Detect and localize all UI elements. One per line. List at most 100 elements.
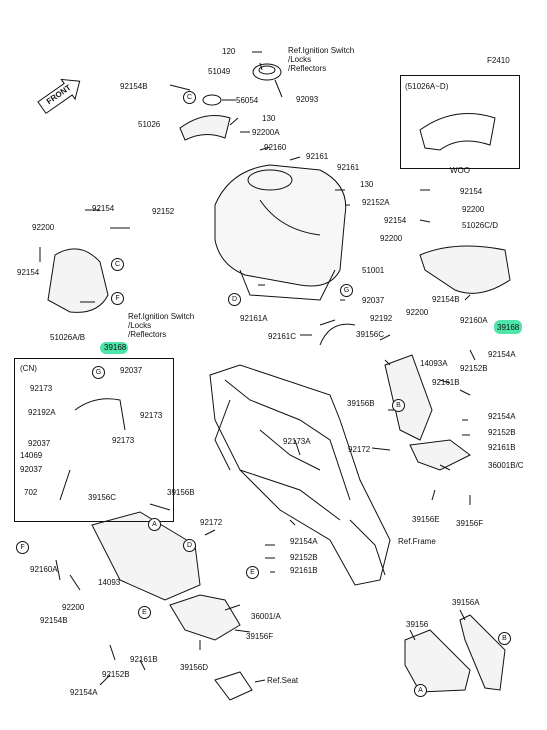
part-label: 92154: [17, 268, 40, 277]
highlight-39168-right: [494, 320, 522, 334]
inner-cover-left-drawing: [91, 511, 201, 601]
fuel-cap-drawing: [252, 63, 282, 81]
part-label: 92200: [32, 223, 55, 232]
part-label: 92161B: [432, 378, 460, 387]
cn-hose-drawing: [59, 398, 126, 501]
ref-frame: Ref.Frame: [398, 537, 436, 546]
part-label: 39156F: [246, 632, 274, 641]
callout-c-left: C: [111, 258, 124, 271]
callout-g-cn: G: [92, 366, 105, 379]
part-label: 92160A: [460, 316, 488, 325]
fuel-tank-drawing: [214, 164, 347, 287]
part-label: 39156A: [452, 598, 480, 607]
part-label: 39156E: [412, 515, 440, 524]
part-label: 39156C: [88, 493, 117, 502]
part-label: 39156C: [356, 330, 385, 339]
part-label: 92152B: [102, 670, 130, 679]
part-label: 39156D: [180, 663, 209, 672]
part-label: 14069: [20, 451, 43, 460]
part-label: 130: [262, 114, 276, 123]
part-label: 92154: [460, 187, 483, 196]
callout-e-lower: E: [138, 606, 151, 619]
part-label: 51049: [208, 67, 231, 76]
inset-variant-label: (51026A~D): [405, 82, 449, 91]
part-label: 92161: [306, 152, 329, 161]
diagram-code: F2410: [487, 56, 510, 65]
part-label: 92173: [112, 436, 135, 445]
frame-drawing: [209, 364, 391, 586]
part-label: 51026: [138, 120, 161, 129]
part-label: 92154A: [488, 412, 516, 421]
part-label: 39168: [497, 323, 520, 332]
part-label: 702: [24, 488, 38, 497]
part-label: 51001: [362, 266, 385, 275]
callout-c-top: C: [183, 91, 196, 104]
part-label: 39168: [104, 343, 127, 352]
inset-cn-label: (CN): [20, 364, 37, 373]
part-label: 92200: [462, 205, 485, 214]
part-label: 92154: [384, 216, 407, 225]
part-label: 92154A: [290, 537, 318, 546]
part-label: 92152A: [362, 198, 390, 207]
part-label: 92172: [200, 518, 223, 527]
part-label: 92152B: [290, 553, 318, 562]
inset-cn-box: [14, 358, 174, 522]
callout-d-tank: D: [228, 293, 241, 306]
part-label: 92173: [30, 384, 53, 393]
part-label: 39156B: [347, 399, 375, 408]
part-label: 92154B: [432, 295, 460, 304]
part-label: 39156: [406, 620, 429, 629]
fuel-cap-recess: [247, 169, 293, 191]
callout-b-right: B: [392, 399, 405, 412]
part-label: 92152: [152, 207, 175, 216]
ref-ignition-mid: Ref.Ignition Switch /Locks /Reflectors: [128, 312, 195, 339]
part-label: 14093: [98, 578, 121, 587]
part-label: 92192A: [28, 408, 56, 417]
part-label: 92152B: [460, 364, 488, 373]
part-label: 92152B: [488, 428, 516, 437]
part-label: 36001/A: [251, 612, 281, 621]
part-label: 92200: [62, 603, 85, 612]
part-label: 92161: [337, 163, 360, 172]
part-label: 92172: [348, 445, 371, 454]
inset-cover-drawing: [419, 113, 496, 151]
part-label: 92200: [406, 308, 429, 317]
fuel-hose-drawing: [319, 323, 356, 346]
inset-variant-caption: WOO: [450, 166, 470, 175]
callout-f-lower: F: [16, 541, 29, 554]
right-cover-drawing: [419, 245, 511, 294]
part-label: 92161B: [290, 566, 318, 575]
part-label: 120: [222, 47, 236, 56]
left-cover-drawing: [47, 248, 109, 313]
seat-bracket-drawing: [214, 671, 253, 701]
part-label: 51026A/B: [50, 333, 86, 342]
callout-f-left: F: [111, 292, 124, 305]
callout-b-bottom: B: [498, 632, 511, 645]
part-label: 51026C/D: [462, 221, 499, 230]
part-label: 39156F: [456, 519, 484, 528]
part-label: 92154A: [70, 688, 98, 697]
part-label: 92161B: [130, 655, 158, 664]
part-label: 92037: [28, 439, 51, 448]
part-label: 92200A: [252, 128, 280, 137]
lower-cover-right-drawing: [409, 439, 471, 471]
pad-39156A-drawing: [459, 614, 506, 691]
part-label: 39156B: [167, 488, 195, 497]
part-label: 92037: [120, 366, 143, 375]
lower-cover-left-drawing: [169, 594, 241, 641]
callout-e-frame: E: [246, 566, 259, 579]
callout-a-bottom: A: [414, 684, 427, 697]
center-cover-drawing: [179, 115, 231, 141]
part-label: 92161A: [240, 314, 268, 323]
part-label: 92200: [380, 234, 403, 243]
callout-d-left: D: [183, 539, 196, 552]
part-label: 92161B: [488, 443, 516, 452]
part-label: 36001B/C: [488, 461, 524, 470]
part-label: 92192: [370, 314, 393, 323]
part-label: 92154B: [120, 82, 148, 91]
part-label: 92037: [362, 296, 385, 305]
front-arrow-icon: [37, 78, 81, 115]
part-label: 92154A: [488, 350, 516, 359]
